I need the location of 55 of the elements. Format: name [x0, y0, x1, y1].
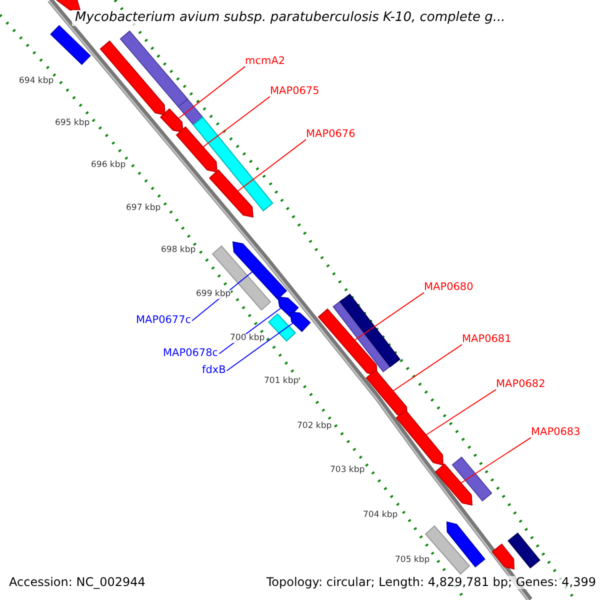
gene-label: MAP0678c: [163, 348, 218, 360]
leader-line: [460, 437, 532, 484]
gene-label: MAP0680: [424, 282, 474, 294]
scale-label: 699 kbp: [196, 290, 231, 300]
gene-feature: [396, 410, 444, 466]
scale-label: 696 kbp: [91, 161, 126, 170]
gene-feature: [212, 245, 272, 311]
gene-feature: [56, 0, 81, 10]
gene-feature: [446, 521, 486, 568]
scale-label: 694 kbp: [19, 77, 54, 86]
leader-line: [354, 292, 424, 340]
leader-line: [226, 322, 294, 372]
scale-label: 701 kbp: [264, 377, 299, 386]
info-text: Accession: NC_002944: [9, 576, 146, 590]
leader-line: [178, 66, 246, 118]
gene-feature: [289, 311, 311, 332]
gene-label: MAP0675: [270, 86, 320, 98]
gene-feature: [366, 369, 408, 418]
leader-line: [202, 96, 270, 148]
gene-label: fdxB: [202, 365, 226, 377]
gene-feature: [176, 126, 218, 173]
gene-feature: [100, 40, 166, 116]
gene-feature: [120, 30, 188, 108]
leader-line: [426, 389, 496, 436]
gene-feature: [277, 296, 299, 318]
scale-label: 700 kbp: [230, 334, 265, 344]
gene-label: MAP0683: [531, 427, 580, 439]
gene-label: MAP0676: [306, 129, 356, 141]
gene-feature: [340, 294, 400, 368]
gene-feature: [434, 463, 473, 506]
gene-feature: [232, 241, 288, 300]
leader-line: [238, 139, 306, 192]
scale-label: 702 kbp: [297, 422, 332, 432]
leader-line: [392, 344, 462, 392]
gene-feature: [50, 25, 91, 65]
gene-feature: [178, 98, 204, 126]
gene-feature: [452, 456, 492, 502]
gene-feature: [492, 544, 515, 570]
scale-label: 704 kbp: [363, 511, 398, 520]
scale-label: 705 kbp: [395, 556, 430, 566]
info-text: Topology: circular; Length: 4,829,781 bp; Genes: 4,399: [266, 576, 596, 590]
gene-label: MAP0681: [462, 334, 512, 346]
gene-feature: [208, 169, 254, 218]
scale-label: 697 kbp: [126, 204, 161, 214]
scale-label: 703 kbp: [330, 466, 365, 476]
gene-label: mcmA2: [245, 56, 286, 68]
scale-label: 695 kbp: [55, 119, 90, 128]
gene-feature: [508, 532, 540, 568]
scale-label: 698 kbp: [161, 246, 196, 256]
gene-label: MAP0677c: [136, 315, 192, 327]
gene-feature: [268, 313, 296, 342]
gene-feature: [192, 116, 274, 212]
gene-feature: [318, 308, 378, 376]
gene-feature: [160, 108, 184, 133]
gene-label: MAP0682: [496, 379, 546, 391]
